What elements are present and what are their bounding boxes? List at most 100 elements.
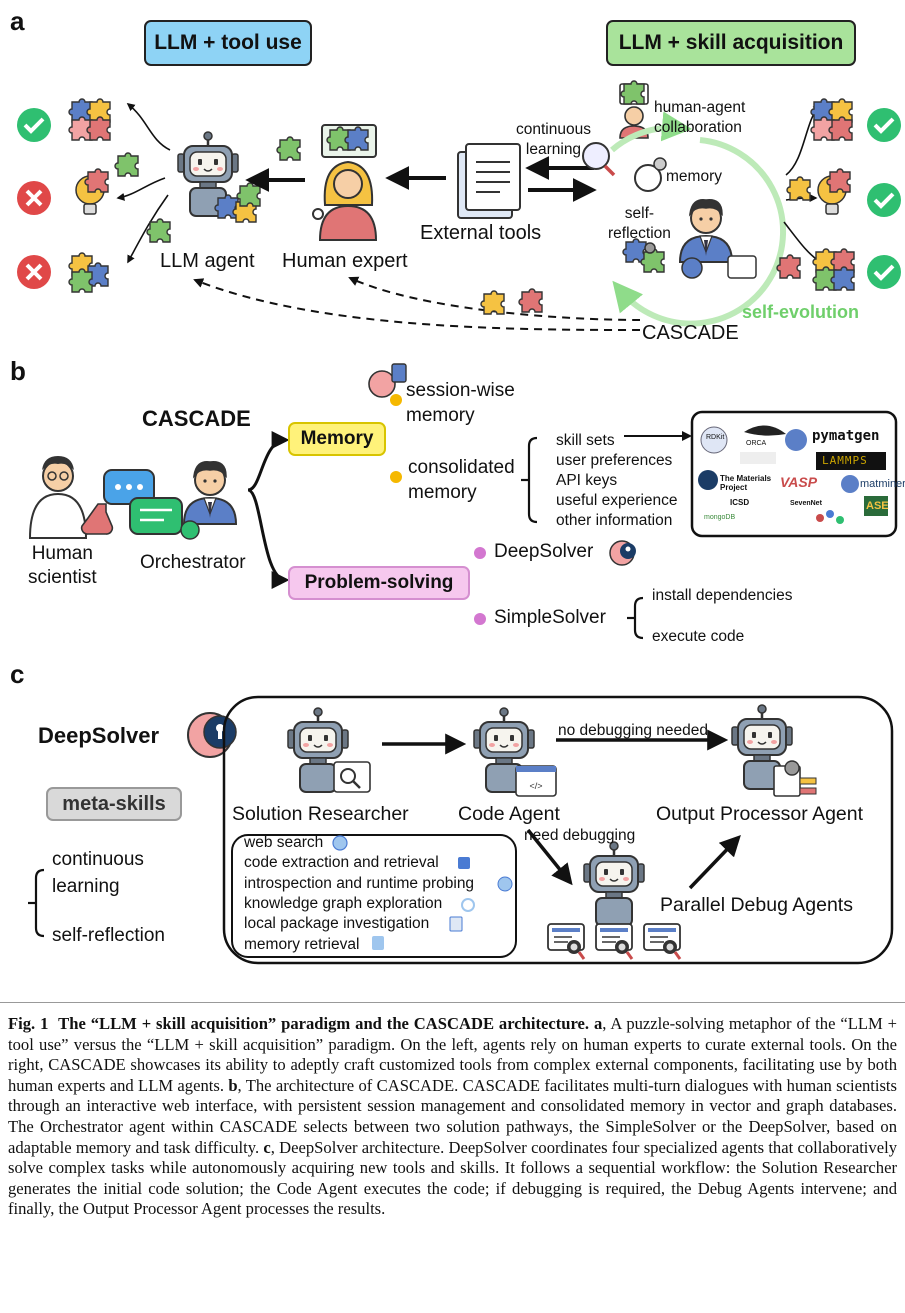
caption-divider (0, 1002, 905, 1003)
meta-skills-pill: meta-skills (46, 787, 182, 821)
puzzle-piece-icon (786, 176, 811, 201)
tool-logos-box (690, 410, 898, 538)
logo-sevennet: SevenNet (790, 500, 822, 507)
llm-skill-acquisition-pill: LLM + skill acquisition (606, 20, 856, 66)
arrow-debug-to-output (688, 834, 741, 890)
puzzle-complete-icon (68, 98, 111, 141)
no-debugging-label: no debugging needed (558, 722, 708, 739)
logo-materials-project: The Materials Project (720, 474, 772, 492)
puzzle-mixed-icon (68, 252, 109, 293)
human-expert-label: Human expert (282, 250, 408, 272)
memory-label: memory (666, 168, 722, 185)
external-tools-document-icon (457, 143, 521, 219)
code-agent-label: Code Agent (458, 803, 560, 825)
bracket (633, 596, 644, 640)
memory-retrieval-icon (372, 936, 384, 950)
llm-agent-label: LLM agent (160, 250, 255, 272)
bullet-dot (390, 394, 402, 406)
caption-c-text: , DeepSolver architecture. DeepSolver co… (8, 1137, 897, 1219)
arrow-to-memory (247, 431, 290, 492)
researcher-tool-item: knowledge graph exploration (244, 895, 443, 912)
web-search-icon (332, 835, 348, 851)
memory-head-icon (634, 157, 667, 192)
memory-item: useful experience (556, 492, 678, 509)
caption-a-text: , A puzzle-solving metaphor of the “LLM … (8, 1014, 897, 1095)
puzzle-piece-icon (776, 254, 801, 279)
graph-icon (461, 898, 475, 912)
puzzle-complete-icon (810, 98, 853, 141)
dashed-arrow-to-human-expert (348, 276, 641, 321)
caption-b-text: , The architecture of CASCADE. CASCADE f… (8, 1075, 897, 1157)
puzzle-piece-icon (146, 218, 171, 243)
orchestrator-icon (180, 460, 237, 540)
logo-mongodb: mongoDB (704, 514, 736, 521)
consolidated-memory-label: consolidated memory (408, 457, 515, 503)
memory-item: API keys (556, 472, 618, 489)
puzzle-piece-icon (114, 152, 139, 177)
panel-label-a: a (10, 6, 25, 36)
deep-solver-head-icon (609, 540, 636, 566)
caption-a-label: a (593, 1014, 603, 1033)
magnifier-puzzle-icon (582, 142, 616, 177)
parallel-debug-label: Parallel Debug Agents (660, 894, 853, 916)
human-expert-icon (312, 124, 378, 241)
check-icon (867, 108, 901, 142)
llm-agent-robot-icon (176, 130, 261, 223)
caption-c-label: c (263, 1137, 271, 1157)
memory-item: other information (556, 512, 673, 529)
gears-puzzle-icon (622, 238, 665, 273)
figure-graphics: </> (17, 80, 901, 965)
dashed-arrow-to-llm-agent (193, 278, 641, 331)
panel-label-b: b (10, 356, 26, 386)
simple-solver-item: execute code (652, 628, 745, 645)
human-agent-collaboration-label: human-agent collaboration (654, 99, 746, 136)
logo-lammps: LAMMPS (822, 454, 868, 467)
bulb-puzzle-icon (817, 168, 851, 215)
check-icon (17, 108, 51, 142)
cascade-title: CASCADE (142, 406, 251, 431)
self-reflection-label: self- reflection (608, 205, 671, 242)
arrow-to-problem-solving (247, 488, 290, 589)
researcher-tool-item: local package investigation (244, 915, 430, 932)
logo-rdkit: RDKit (706, 434, 725, 441)
researcher-tools-box (231, 834, 517, 958)
logo-icsd: ICSD (730, 498, 750, 507)
code-agent-robot-icon: </> (472, 706, 557, 797)
self-evolution-cycle (610, 111, 692, 153)
arrow-need-debug (526, 828, 573, 886)
puzzle-piece-icon (276, 136, 301, 161)
svg-text:</>: </> (529, 781, 542, 791)
memory-item: skill sets (556, 432, 615, 449)
logo-pymatgen: pymatgen (812, 428, 880, 444)
session-wise-memory-label: session-wise memory (406, 380, 515, 426)
bullet-dot (474, 547, 486, 559)
puzzle-piece-icon (518, 288, 543, 313)
researcher-tool-item: introspection and runtime probing (244, 875, 475, 892)
caption-title: The “LLM + skill acquisition” paradigm a… (58, 1014, 590, 1033)
cross-icon (17, 181, 51, 215)
puzzle-piece-icon (480, 290, 505, 315)
self-evolution-label: self-evolution (742, 302, 860, 322)
researcher-tool-item: web search (244, 834, 324, 851)
human-scientist-label: Human scientist (28, 543, 97, 588)
self-evolution-cycle (612, 137, 787, 327)
solution-researcher-label: Solution Researcher (232, 803, 409, 825)
meta-skill-item: self-reflection (52, 925, 165, 946)
deep-solver-label: DeepSolver (494, 541, 594, 562)
probe-icon (497, 876, 513, 892)
output-processor-label: Output Processor Agent (656, 803, 864, 825)
check-icon (867, 255, 901, 289)
bullet-dot (474, 613, 486, 625)
need-debugging-label: need debugging (524, 827, 636, 844)
caption-fig-label: Fig. 1 (8, 1014, 49, 1033)
bullet-dot (390, 471, 402, 483)
panel-label-c: c (10, 659, 25, 689)
caption-b-label: b (228, 1075, 238, 1095)
check-icon (867, 183, 901, 217)
bulb-puzzle-icon (75, 168, 109, 215)
logo-matminer: matminer (860, 478, 905, 490)
human-scientist-icon (28, 456, 114, 539)
external-tools-label: External tools (420, 222, 542, 244)
cascade-label: CASCADE (642, 322, 739, 344)
database-icon (458, 857, 470, 869)
